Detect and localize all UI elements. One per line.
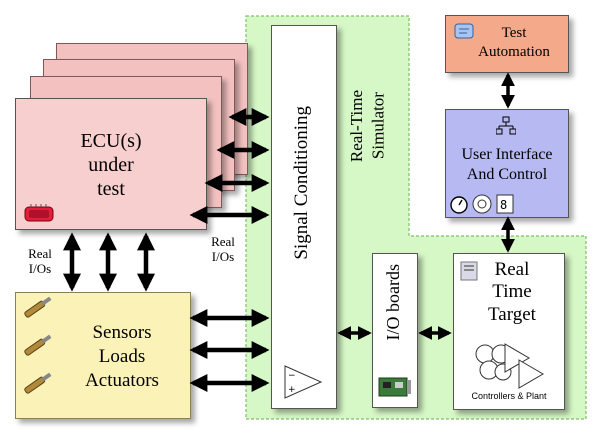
ecu-label-1: ECU(s) <box>80 130 142 152</box>
display-icon: 8 <box>496 194 514 214</box>
chip-icon <box>24 204 54 222</box>
target-label-2: Time <box>492 281 532 303</box>
io-boards-box: I/O boards <box>372 253 418 408</box>
control-icons: 8 <box>450 194 514 214</box>
ecu-label-3: test <box>97 178 125 200</box>
dial-icon <box>472 194 492 214</box>
script-scroll-icon <box>454 23 474 39</box>
loads-label: Loads <box>98 345 146 367</box>
target-label-1: Real <box>494 259 530 280</box>
io-card-icon <box>378 377 411 397</box>
sensors-box: Sensors Loads Actuators <box>15 292 191 419</box>
controllers-plant-icon <box>475 343 544 389</box>
signal-conditioning-label: Signal Conditioning <box>291 106 312 260</box>
controllers-plant-caption: Controllers & Plant <box>471 391 547 401</box>
test-automation-box: Test Automation <box>445 15 569 73</box>
op-amp-icon: − + <box>284 365 323 399</box>
ecu-label-2: under <box>88 154 134 176</box>
ui-label-1: User Interface <box>461 146 553 163</box>
svg-text:+: + <box>288 385 296 395</box>
test-automation-label-1: Test <box>501 25 527 41</box>
server-icon <box>460 261 478 281</box>
ecu-box: ECU(s) under test <box>15 98 207 230</box>
io-boards-label: I/O boards <box>383 264 403 341</box>
real-time-target-box: Real Time Target Controllers & Plant <box>453 253 565 410</box>
signal-conditioning-box: Signal Conditioning − + <box>271 25 337 409</box>
stopwatch-icon <box>450 196 468 214</box>
sensor-probe-icons <box>24 297 52 394</box>
user-interface-box: User Interface And Control 8 <box>445 109 569 218</box>
network-icon <box>496 116 516 135</box>
test-automation-label-2: Automation <box>478 43 550 60</box>
svg-text:−: − <box>288 371 296 381</box>
sensors-label: Sensors <box>92 322 152 343</box>
svg-text:8: 8 <box>500 198 507 212</box>
actuators-label: Actuators <box>85 369 159 391</box>
ui-label-2: And Control <box>466 166 548 183</box>
target-label-3: Target <box>488 303 536 325</box>
